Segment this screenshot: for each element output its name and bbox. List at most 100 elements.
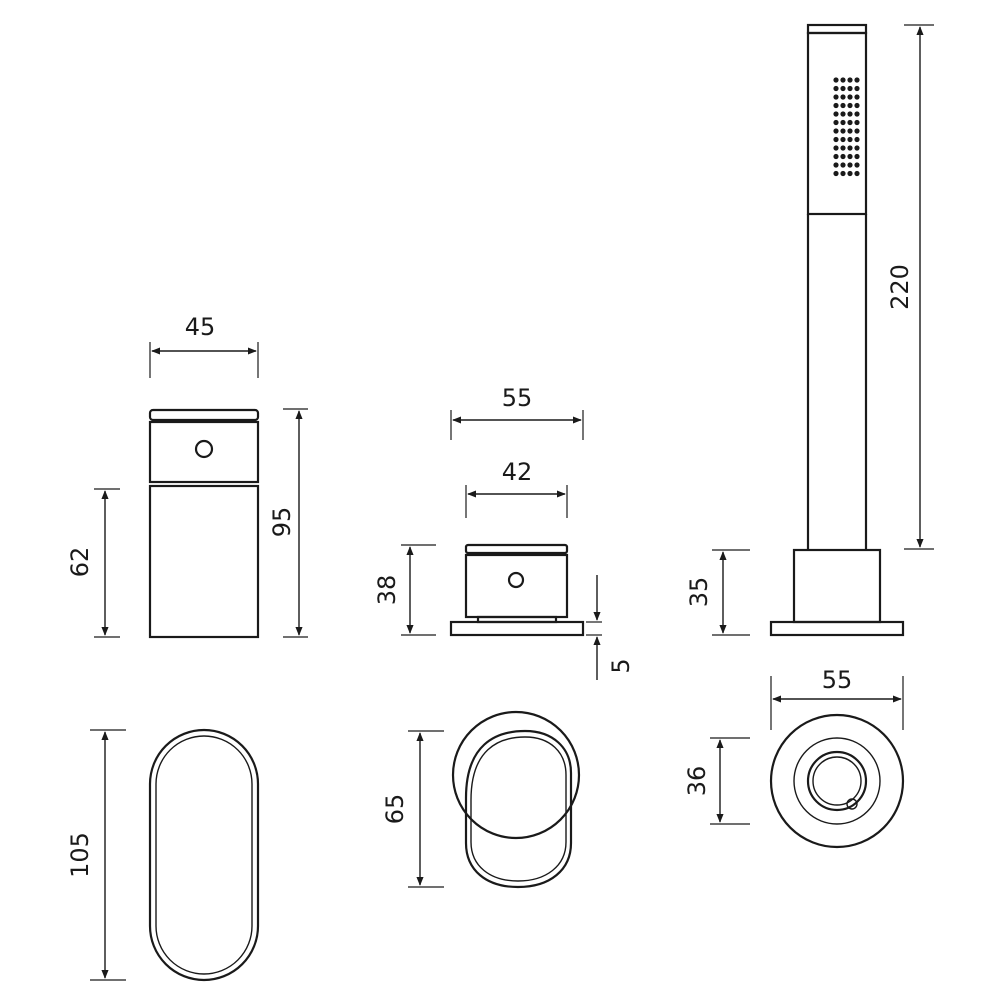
shower-outlet-outer — [806, 750, 868, 812]
shower-nozzle-dot — [833, 136, 839, 143]
shower-base-plate — [769, 620, 905, 637]
shower-nozzle-dot — [854, 94, 860, 100]
shower-nozzle-dot — [840, 145, 846, 151]
dimension-diverter-body-width: 42 — [465, 458, 568, 518]
shower-nozzle-dot — [833, 77, 839, 83]
shower-nozzle-dot — [847, 145, 853, 151]
diverter-lever-top — [464, 543, 569, 555]
label-diverter-base-width: 55 — [502, 384, 533, 412]
dimension-diverter-top-length: 65 — [381, 730, 444, 888]
mixer-lever-top — [148, 408, 260, 422]
shower-nozzle-dot — [847, 102, 853, 109]
label-shower-base-height: 35 — [685, 577, 713, 608]
diverter-handle-inner — [470, 736, 567, 882]
dimension-diverter-base-thickness: 5 — [586, 575, 635, 680]
shower-nozzle-dot — [840, 170, 846, 177]
dimension-mixer-width: 45 — [149, 313, 259, 378]
shower-nozzle-dot — [840, 111, 846, 117]
hand-shower-top-view — [769, 713, 905, 849]
shower-nozzle-dot — [840, 119, 846, 126]
shower-nozzle-dot — [833, 119, 839, 126]
diverter-rosette — [451, 710, 581, 840]
label-diverter-top-length: 65 — [381, 794, 409, 825]
shower-nozzle-dot — [833, 111, 839, 117]
diverter-front-view — [449, 543, 585, 637]
shower-nozzle-dot — [840, 77, 846, 83]
shower-head-cap — [806, 23, 868, 35]
shower-nozzle-dot — [854, 111, 860, 117]
shower-nozzles — [833, 77, 860, 177]
shower-nozzle-dot — [840, 102, 846, 109]
shower-base-ring — [793, 737, 881, 825]
label-mixer-body-height: 62 — [66, 547, 94, 578]
dimension-shower-base-diameter: 55 — [770, 666, 904, 730]
shower-holder — [792, 548, 882, 624]
dimension-diverter-height: 38 — [373, 544, 436, 636]
shower-nozzle-dot — [833, 94, 839, 100]
shower-nozzle-dot — [854, 77, 860, 83]
shower-nozzle-dot — [847, 136, 853, 143]
dimension-mixer-body-height: 62 — [66, 488, 120, 638]
shower-nozzle-dot — [854, 136, 860, 143]
label-shower-base-diameter: 55 — [822, 666, 853, 694]
dimension-mixer-top-length: 105 — [66, 729, 126, 981]
shower-nozzle-dot — [840, 128, 846, 134]
hand-shower-front-view — [769, 23, 905, 637]
shower-nozzle-dot — [854, 128, 860, 134]
mixer-top-view — [148, 728, 260, 982]
dimension-shower-inner-diameter: 36 — [683, 737, 750, 825]
shower-nozzle-dot — [833, 128, 839, 134]
shower-nozzle-dot — [847, 170, 853, 177]
dimension-diverter-base-width: 55 — [450, 384, 584, 440]
dimension-shower-base-height: 35 — [685, 549, 750, 636]
label-mixer-height: 95 — [268, 507, 296, 538]
shower-nozzle-dot — [847, 111, 853, 117]
shower-nozzle-dot — [833, 102, 839, 109]
shower-nozzle-dot — [833, 153, 839, 160]
dimension-shower-length: 220 — [886, 24, 934, 550]
label-shower-inner-diameter: 36 — [683, 766, 711, 797]
label-diverter-body-width: 42 — [502, 458, 533, 486]
diverter-top-view — [451, 710, 581, 889]
shower-nozzle-dot — [854, 162, 860, 168]
shower-base-outer — [769, 713, 905, 849]
shower-nozzle-dot — [833, 145, 839, 151]
label-shower-length: 220 — [886, 264, 914, 310]
shower-nozzle-dot — [854, 145, 860, 151]
shower-nozzle-dot — [847, 77, 853, 83]
diverter-lever-hole — [507, 571, 525, 589]
mixer-lever — [148, 420, 260, 484]
shower-nozzle-dot — [854, 119, 860, 126]
shower-nozzle-dot — [854, 153, 860, 160]
shower-nozzle-dot — [854, 85, 860, 92]
shower-nozzle-dot — [847, 162, 853, 168]
shower-nozzle-dot — [847, 85, 853, 92]
label-diverter-base-thickness: 5 — [607, 658, 635, 673]
shower-outlet-notch — [846, 798, 858, 810]
label-mixer-top-length: 105 — [66, 832, 94, 878]
mixer-oval-inner — [155, 735, 253, 975]
label-mixer-width: 45 — [185, 313, 216, 341]
shower-nozzle-dot — [840, 136, 846, 143]
shower-nozzle-dot — [847, 119, 853, 126]
mixer-front-view — [148, 408, 260, 639]
shower-nozzle-dot — [840, 94, 846, 100]
shower-nozzle-dot — [840, 162, 846, 168]
mixer-lever-hole — [194, 439, 214, 459]
shower-nozzle-dot — [847, 153, 853, 160]
shower-nozzle-dot — [840, 153, 846, 160]
diverter-handle-outline — [464, 729, 573, 889]
shower-nozzle-dot — [833, 85, 839, 92]
shower-nozzle-dot — [833, 162, 839, 168]
shower-nozzle-dot — [847, 94, 853, 100]
label-diverter-height: 38 — [373, 575, 401, 606]
shower-head — [806, 31, 868, 216]
shower-nozzle-dot — [854, 102, 860, 109]
diverter-base-plate — [449, 620, 585, 637]
dimension-mixer-height: 95 — [268, 408, 308, 638]
mixer-body — [148, 484, 260, 639]
shower-outlet-inner — [812, 756, 862, 806]
shower-nozzle-dot — [840, 85, 846, 92]
mixer-oval-outer — [148, 728, 260, 982]
